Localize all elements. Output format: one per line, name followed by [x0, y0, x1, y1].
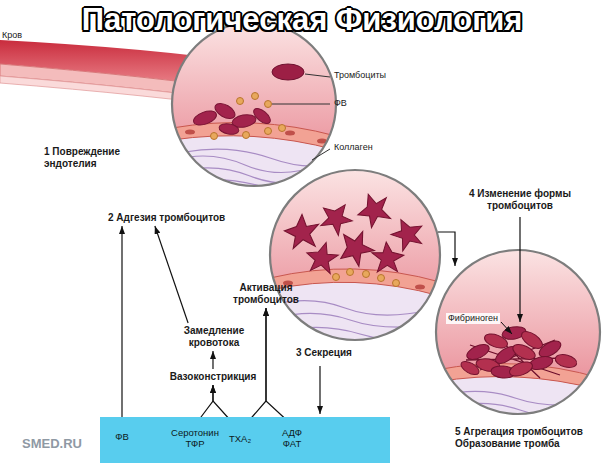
step-text: 2 Адгезия тромбоцитов — [108, 212, 225, 224]
vwf-dot — [237, 98, 244, 105]
vwf-dot — [243, 132, 250, 139]
factor-band: ФВ Серотонин ТФР ТХА₂ АДФ ФАТ — [100, 417, 390, 463]
vwf-dot — [211, 133, 218, 140]
endothelium — [270, 269, 440, 296]
vwf-dot — [265, 128, 272, 135]
vwf-dot — [378, 275, 385, 282]
secretion-arrow — [319, 366, 320, 414]
leader-line — [501, 322, 512, 334]
factor-name: Серотонин ТФР — [165, 427, 225, 450]
activated-platelet — [284, 214, 318, 248]
part-label: Фибриноген — [446, 313, 500, 324]
cell-nucleus — [185, 130, 195, 135]
platelet — [272, 64, 304, 80]
region-label: Кров — [2, 30, 22, 41]
stage-arrow — [519, 217, 520, 322]
part-label: Тромбоциты — [334, 70, 386, 81]
platelet — [508, 359, 535, 378]
activated-platelet — [387, 212, 429, 254]
zoom-circle-2 — [270, 170, 440, 345]
platelet — [192, 108, 219, 127]
process-step: Вазоконстрикция — [170, 371, 257, 383]
stage-caption: 4 Изменение формы тромбоцитов — [465, 188, 575, 212]
leader-line — [312, 149, 330, 160]
vwf-dot — [393, 280, 400, 287]
flow-arrow — [155, 226, 188, 323]
platelet — [212, 100, 237, 121]
activated-platelet — [314, 196, 357, 239]
step-text: Замедление кровотока — [177, 325, 251, 349]
step-text: Вазоконстрикция — [170, 371, 257, 383]
activated-platelet — [330, 224, 378, 272]
process-step: Замедление кровотока — [177, 325, 251, 349]
activated-platelet — [303, 238, 341, 276]
leader-line — [272, 104, 330, 105]
platelet — [218, 122, 239, 135]
vwf-dot — [265, 101, 272, 108]
zoom-circle-3 — [436, 250, 600, 417]
title: Патологическая Физиология — [0, 2, 604, 38]
cell-nucleus — [285, 131, 295, 136]
stage-caption: 5 Агрегация тромбоцитов Образование тром… — [455, 426, 603, 450]
vwf-dot — [252, 93, 259, 100]
collagen-layer — [270, 282, 440, 345]
flow-arrow — [121, 226, 122, 429]
vwf-dot — [347, 269, 354, 276]
collagen-fiber — [445, 403, 600, 417]
platelet — [251, 106, 273, 127]
zoom-circle-outline — [436, 250, 600, 414]
zoom-circle-outline — [172, 22, 336, 186]
vwf-dot — [279, 125, 286, 132]
activated-platelet — [352, 189, 394, 231]
collagen-fiber — [185, 149, 336, 166]
vwf-dot — [333, 274, 340, 281]
step-text: Активация тромбоцитов — [224, 282, 308, 306]
part-label: ФВ — [334, 98, 347, 109]
zoom-circle-1 — [172, 22, 336, 193]
leader-line — [305, 74, 330, 77]
watermark: SMED.RU — [22, 436, 82, 452]
collagen-fiber — [175, 168, 330, 184]
endothelium — [172, 123, 336, 150]
factor-name: АДФ ФАТ — [272, 427, 312, 450]
flow-arrow — [266, 308, 292, 425]
stage-arrow — [438, 232, 455, 266]
zoom-circle-outline — [270, 170, 440, 340]
flow-arrow — [212, 351, 213, 369]
factor-name: ФВ — [115, 431, 129, 442]
factor-item: Серотонин ТФР — [165, 427, 225, 450]
collagen-fiber — [175, 156, 320, 173]
part-label: Коллаген — [334, 142, 373, 153]
factor-item: ФВ — [115, 431, 129, 442]
platelet — [528, 354, 554, 372]
process-step: Активация тромбоцитов — [224, 282, 308, 306]
stage-caption: 3 Секреция — [296, 347, 352, 359]
factor-item: АДФ ФАТ — [272, 427, 312, 450]
platelet — [554, 352, 578, 369]
activated-platelet — [370, 239, 406, 275]
cell-nucleus — [415, 285, 425, 290]
process-step: 2 Адгезия тромбоцитов — [108, 212, 225, 224]
platelet — [459, 359, 481, 378]
factor-name: ТХА₂ — [229, 433, 251, 444]
vwf-dot — [363, 271, 370, 278]
factor-item: ТХА₂ — [229, 433, 251, 444]
stage-caption: 1 Повреждение эндотелия — [44, 146, 134, 170]
